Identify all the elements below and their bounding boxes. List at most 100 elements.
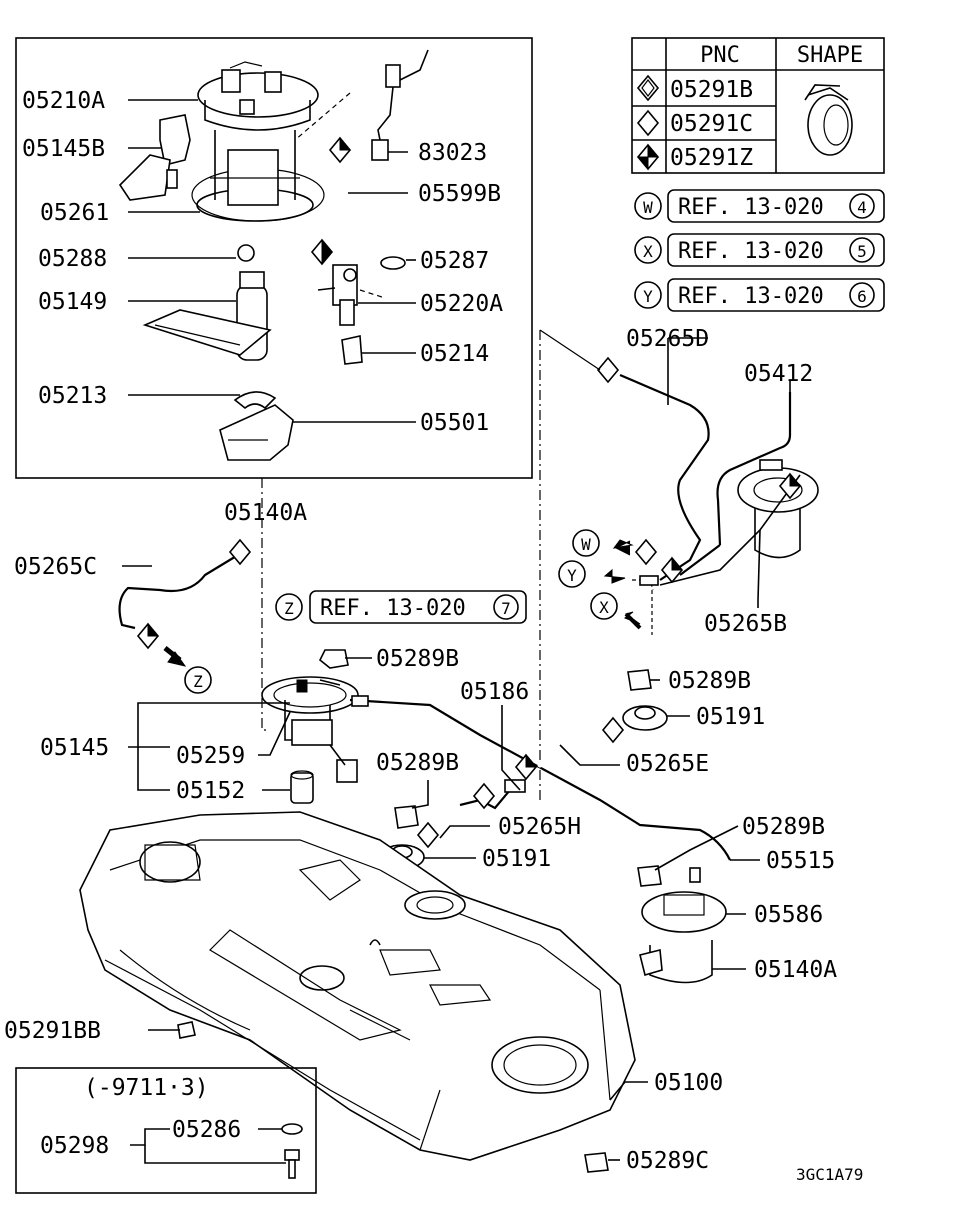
pump-drawing: [142, 271, 272, 361]
symbol-table: [631, 37, 885, 174]
label-05100: 05100: [654, 1070, 723, 1096]
ref-w[interactable]: [634, 189, 885, 223]
label-05191-1: 05191: [696, 704, 765, 730]
marker-w-label: W: [581, 535, 591, 554]
marker-z-label: Z: [193, 672, 203, 691]
pump-module-drawing: [191, 61, 325, 222]
label-05289B-2: 05289B: [668, 668, 751, 694]
pump-module-right: [639, 867, 727, 984]
fuel-tank-drawing: [79, 811, 636, 1161]
label-05287: 05287: [420, 248, 489, 274]
label-05213: 05213: [38, 383, 107, 409]
label-05286: 05286: [172, 1117, 241, 1143]
bracket-drawing: [118, 114, 191, 201]
grommet-drawing: [380, 256, 406, 270]
main-leaders: [122, 337, 791, 1164]
clip2-drawing: [341, 335, 363, 365]
figure-code: 3GC1A79: [796, 1165, 863, 1184]
marker-x[interactable]: [590, 592, 618, 620]
sending-unit-drawing: [261, 676, 359, 804]
ref-x-symbol: X: [643, 242, 653, 261]
label-05291BB: 05291BB: [4, 1018, 101, 1044]
label-05289B-1: 05289B: [376, 646, 459, 672]
label-05186: 05186: [460, 679, 529, 705]
nut-05289b-1: [318, 649, 349, 669]
filler-neck-drawing: [619, 373, 819, 601]
label-05149: 05149: [38, 289, 107, 315]
label-05145: 05145: [40, 735, 109, 761]
marker-w[interactable]: [572, 529, 600, 557]
ref-z-text: REF. 13-020: [320, 596, 466, 621]
label-05210A: 05210A: [22, 88, 105, 114]
inset-diamonds: [310, 136, 352, 266]
table-header-shape: SHAPE: [797, 43, 863, 68]
label-05191-2: 05191: [482, 846, 551, 872]
ref-y-symbol: Y: [643, 287, 653, 306]
label-83023: 83023: [418, 140, 487, 166]
clamp-shape-icon: [804, 84, 853, 156]
label-05140A-bottom: 05140A: [754, 957, 837, 983]
inset-frame: [15, 37, 533, 479]
label-05152: 05152: [176, 778, 245, 804]
label-05220A: 05220A: [420, 291, 503, 317]
label-05515: 05515: [766, 848, 835, 874]
label-05265E: 05265E: [626, 751, 709, 777]
label-05145B: 05145B: [22, 136, 105, 162]
clamp-05291bb: [177, 1021, 196, 1039]
filler-diamonds: [596, 356, 802, 744]
ref-z[interactable]: [275, 590, 527, 624]
marker-y[interactable]: [558, 560, 586, 588]
labels: 05210A 05145B 05261 05288 05149 05213 83…: [4, 88, 863, 1184]
variant-box: [15, 1067, 317, 1194]
ref-w-num: 4: [857, 198, 867, 217]
holder-drawing: [219, 404, 294, 461]
label-05261: 05261: [40, 200, 109, 226]
harness-drawing: [371, 49, 429, 161]
ref-y-num: 6: [857, 287, 867, 306]
nut-05289b-2: [394, 805, 419, 829]
label-05586: 05586: [754, 902, 823, 928]
ref-z-num: 7: [501, 599, 511, 618]
ref-y[interactable]: [634, 278, 885, 312]
ref-z-symbol: Z: [284, 599, 294, 618]
label-05289C: 05289C: [626, 1148, 709, 1174]
marker-x-label: X: [599, 598, 609, 617]
label-05289B-3: 05289B: [376, 750, 459, 776]
nut-05289b-4: [637, 865, 662, 887]
ref-y-text: REF. 13-020: [678, 284, 824, 309]
label-05265D: 05265D: [626, 326, 709, 352]
label-05265C: 05265C: [14, 554, 97, 580]
marker-y-label: Y: [567, 566, 577, 585]
ref-w-symbol: W: [643, 198, 653, 217]
table-row-3: 05291Z: [670, 145, 753, 171]
label-05140A-top: 05140A: [224, 500, 307, 526]
marker-z[interactable]: [184, 666, 212, 694]
hose-05265c-drawing: [118, 538, 252, 650]
table-header-pnc: PNC: [700, 43, 740, 68]
nut-05289c: [584, 1152, 609, 1173]
label-05599B: 05599B: [418, 181, 501, 207]
label-05298: 05298: [40, 1133, 109, 1159]
bolt-drawing: [281, 1123, 303, 1179]
label-05214: 05214: [420, 341, 489, 367]
ref-x[interactable]: [634, 233, 885, 267]
ref-x-text: REF. 13-020: [678, 239, 824, 264]
cap-05191-right: [622, 705, 668, 731]
ref-x-num: 5: [857, 242, 867, 261]
label-05265B: 05265B: [704, 611, 787, 637]
label-05259: 05259: [176, 743, 245, 769]
clip-drawing: [233, 391, 277, 410]
nut-05289b-3: [627, 669, 652, 691]
label-05288: 05288: [38, 246, 107, 272]
nut-drawing: [237, 244, 255, 262]
regulator-drawing: [317, 264, 358, 326]
label-05412: 05412: [744, 361, 813, 387]
label-05265H: 05265H: [498, 814, 581, 840]
inset-leaders: [128, 99, 416, 423]
table-row-2: 05291C: [670, 111, 753, 137]
label-05289B-4: 05289B: [742, 814, 825, 840]
table-row-1: 05291B: [670, 77, 753, 103]
ref-w-text: REF. 13-020: [678, 195, 824, 220]
